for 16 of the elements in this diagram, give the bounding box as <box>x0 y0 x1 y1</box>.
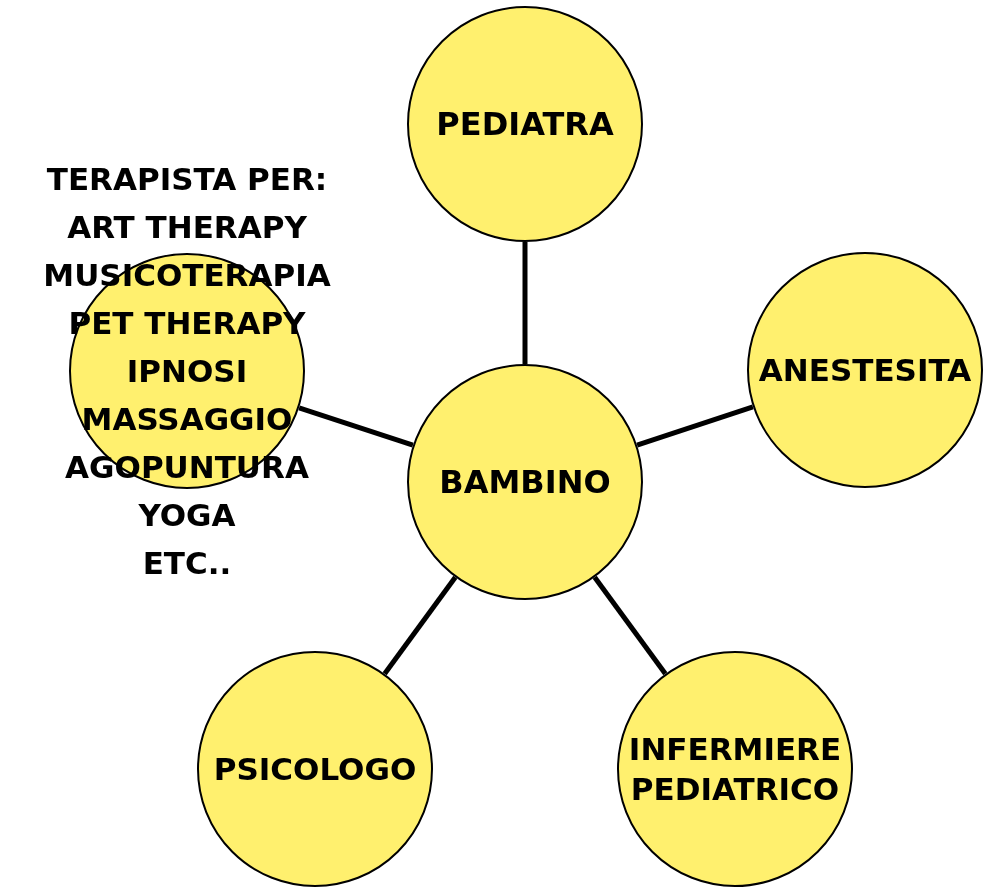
node-label: BAMBINO <box>439 462 611 502</box>
node-label: INFERMIERE PEDIATRICO <box>627 730 843 809</box>
node-label: ETC.. <box>142 544 232 583</box>
node-label: ANESTESITA <box>758 351 972 390</box>
connector-line <box>382 575 458 676</box>
node-label: YOGA <box>138 496 236 535</box>
node-label: MASSAGGIO <box>81 400 293 439</box>
connector-line <box>592 575 668 676</box>
connector-line <box>636 404 754 448</box>
connector-line <box>298 405 414 448</box>
node-label: PEDIATRA <box>436 104 614 144</box>
node-label: PSICOLOGO <box>213 750 417 789</box>
node-label: TERAPISTA PER: <box>46 160 328 199</box>
node-label: ART THERAPY <box>67 208 307 247</box>
node-label: IPNOSI <box>126 352 248 391</box>
connector-line <box>522 242 528 364</box>
